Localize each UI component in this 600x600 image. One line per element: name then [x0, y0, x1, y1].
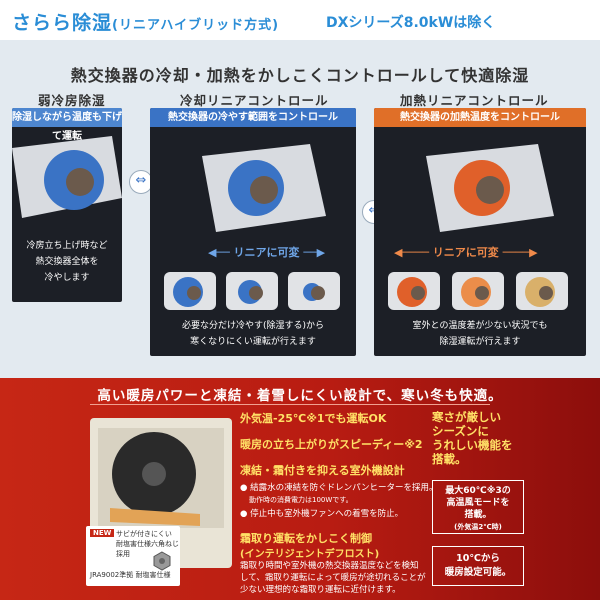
- new-badge: NEW: [90, 529, 115, 537]
- header: さらら除湿(リニアハイブリッド方式) DXシリーズ8.0kWは除く: [0, 0, 600, 40]
- ac-heat-exchanger-image: [426, 144, 554, 232]
- panel-band: 熱交換器の冷やす範囲をコントロール: [150, 108, 356, 127]
- feature-defrost: 霜取り運転をかしこく制御: [240, 532, 372, 545]
- panel-cool-linear: 熱交換器の冷やす範囲をコントロール ◀── リニアに可変 ──▶ 必要な分だけ冷…: [150, 108, 356, 356]
- linear-label: ◀── リニアに可変 ──▶: [208, 246, 326, 259]
- panel-band: 熱交換器の加熱温度をコントロール: [374, 108, 586, 127]
- panel-heat-linear: 熱交換器の加熱温度をコントロール ◀──── リニアに可変 ────▶ 室外との…: [374, 108, 586, 356]
- panel-band: 除湿しながら温度も下げて運転: [12, 108, 122, 142]
- cold-season-note: 寒さが厳しいシーズンにうれしい機能を搭載。: [432, 410, 513, 466]
- salt-resistant-screw-tag: NEW サビが付きにくい耐塩害仕様六角ねじ採用 JRA9002準拠 耐塩害仕様: [86, 526, 180, 586]
- panel-weak-cool: 除湿しながら温度も下げて運転 冷房立ち上げ時など熱交換器全体を冷やします: [12, 108, 122, 302]
- feature-anti-frost: 凍結・霜付きを抑える室外機設計: [240, 464, 405, 477]
- new-text: サビが付きにくい耐塩害仕様六角ねじ採用: [116, 530, 179, 558]
- feature-speedy: 暖房の立ち上がりがスピーディー※2: [240, 438, 423, 451]
- ac-heat-exchanger-image: [202, 144, 326, 232]
- hot-air-mode-box: 最大60℃※3の高温風モードを搭載。(外気温2℃時): [432, 480, 524, 534]
- hex-screw-icon: [153, 551, 171, 571]
- panel-title-weak-cool: 弱冷房除湿: [38, 93, 106, 108]
- panel-text: 冷房立ち上げ時など熱交換器全体を冷やします: [26, 241, 108, 283]
- panel-title-heat-linear: 加熱リニアコントロール: [400, 93, 549, 108]
- feature-defrost-detail: 霜取り時間や室外機の熱交換器温度などを検知して、霜取り運転によって暖房が途切れる…: [240, 561, 426, 595]
- feature-low-temp: 外気温-25℃※1でも運転OK: [240, 412, 387, 425]
- heating-temp-icons: [388, 272, 568, 310]
- linear-label: ◀──── リニアに可変 ────▶: [394, 246, 538, 259]
- cooling-range-icons: [164, 272, 340, 310]
- jra-label: JRA9002準拠 耐塩害仕様: [90, 571, 171, 579]
- panel-text: 室外との温度差が少ない状況でも除湿運転が行えます: [412, 321, 548, 347]
- ac-heat-exchanger-image: [12, 136, 122, 218]
- feature-anti-frost-detail: ● 結露水の凍結を防ぐドレンパンヒーターを採用。 動作時の消費電力は100Wです…: [240, 483, 438, 519]
- heat-setting-box: 10℃から暖房設定可能。: [432, 546, 524, 586]
- panel-title-cool-linear: 冷却リニアコントロール: [180, 93, 329, 108]
- page-title: さらら除湿(リニアハイブリッド方式): [12, 12, 280, 34]
- feature-defrost-sub: (インテリジェントデフロスト): [240, 549, 380, 560]
- panel-text: 必要な分だけ冷やす(除湿する)から寒くなりにくい運転が行えます: [181, 321, 325, 347]
- dehumidify-section: さらら除湿(リニアハイブリッド方式) DXシリーズ8.0kWは除く 熱交換器の冷…: [0, 0, 600, 378]
- header-note: DXシリーズ8.0kWは除く: [326, 15, 496, 31]
- heating-headline: 高い暖房パワーと凍結・着雪しにくい設計で、寒い冬も快適。: [97, 388, 503, 404]
- headline: 熱交換器の冷却・加熱をかしこくコントロールして快適除湿: [70, 66, 530, 85]
